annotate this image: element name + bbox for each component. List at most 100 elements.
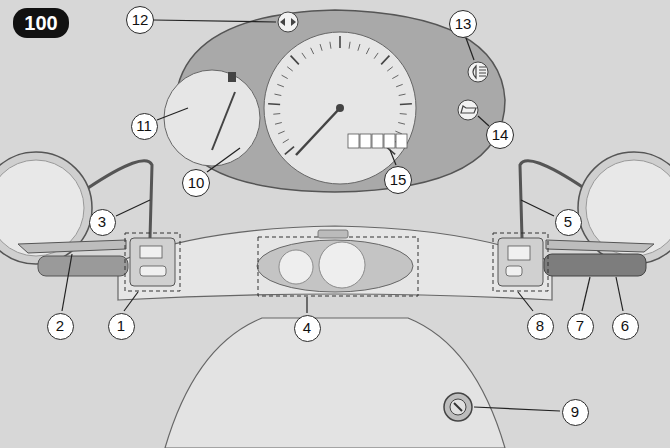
odometer [348, 134, 407, 148]
odometer-digit [372, 134, 383, 148]
needle [296, 108, 340, 155]
key-slot [454, 403, 462, 411]
speed-tick [399, 94, 406, 95]
switch [508, 246, 530, 260]
speed-tick [320, 44, 322, 51]
speed-tick [311, 48, 314, 54]
mini-dial [279, 250, 313, 284]
leader-line [207, 148, 240, 172]
leader-line [518, 292, 533, 311]
odometer-digit [384, 134, 395, 148]
callout-number: 9 [562, 399, 589, 426]
callout-number: 3 [89, 209, 116, 236]
turn-signal-icon [280, 18, 296, 26]
leader-line [153, 20, 276, 22]
speed-tick [287, 67, 293, 71]
callout-text: 3 [98, 214, 106, 231]
leader-line [466, 38, 474, 60]
callout-text: 12 [132, 12, 149, 29]
leader-line [521, 200, 554, 216]
leader-line [62, 254, 72, 311]
callout-number: 2 [47, 313, 74, 340]
speed-tick [268, 103, 280, 105]
callout-text: 6 [621, 318, 629, 335]
mirror-stem [88, 161, 152, 238]
speed-tick [392, 75, 398, 78]
brake-lever [18, 240, 126, 253]
leader-line [124, 292, 138, 311]
leader-lines [62, 20, 623, 411]
dash-panel [257, 240, 413, 292]
speed-tick [330, 42, 331, 49]
callout-text: 7 [576, 318, 584, 335]
odometer-digit [360, 134, 371, 148]
speed-tick [374, 53, 378, 59]
mirror-stem [520, 161, 584, 238]
callout-number: 14 [486, 121, 514, 149]
dashed-frame [125, 233, 180, 291]
mini-dial [319, 242, 365, 288]
speed-tick [349, 42, 350, 49]
callout-number: 10 [182, 169, 210, 197]
speed-tick [291, 56, 299, 65]
speed-tick [302, 53, 306, 59]
speed-tick [398, 123, 405, 125]
callout-number: 7 [567, 313, 594, 340]
switch [140, 266, 166, 276]
switch [140, 246, 162, 258]
speed-tick [358, 44, 360, 51]
figure-number: 100 [13, 8, 69, 38]
callout-number: 15 [384, 166, 412, 194]
odometer-digit [396, 134, 407, 148]
right-switch-block [498, 238, 543, 286]
ignition-switch [444, 393, 472, 421]
speed-tick [278, 131, 284, 134]
speed-tick [275, 123, 282, 125]
turn-signal-light [278, 12, 298, 32]
speed-tick [381, 56, 389, 65]
switch [506, 266, 522, 276]
leader-line [306, 297, 307, 313]
speed-tick [400, 103, 412, 105]
leader-line [474, 407, 560, 411]
handlebar-cover [118, 226, 552, 300]
brake-lever [546, 240, 654, 252]
speed-tick [400, 113, 407, 115]
speed-tick [273, 113, 280, 115]
callout-text: 14 [492, 127, 509, 144]
leader-line [478, 116, 489, 126]
callout-number: 8 [527, 313, 554, 340]
leader-line [116, 200, 150, 216]
callout-number: 11 [131, 113, 158, 140]
throttle-grip [544, 254, 646, 276]
callout-number: 6 [612, 313, 639, 340]
callout-number: 12 [126, 6, 154, 34]
oil-icon [461, 106, 476, 113]
callout-text: 100 [24, 12, 57, 34]
leader-line [390, 150, 396, 165]
callout-text: 13 [455, 16, 472, 33]
high-beam-light [468, 62, 488, 82]
leader-line [582, 277, 590, 311]
callout-text: 9 [571, 404, 579, 421]
oil-light [458, 100, 478, 120]
leader-line [616, 277, 623, 311]
speed-tick [283, 139, 289, 143]
high-beam-icon [473, 66, 486, 78]
callout-number: 4 [294, 315, 321, 342]
callout-number: 13 [449, 10, 477, 38]
key-slot [450, 399, 466, 415]
speed-tick [339, 36, 341, 48]
callout-text: 15 [390, 172, 407, 189]
front-body [165, 318, 505, 448]
speedometer [264, 32, 416, 184]
callout-text: 1 [117, 318, 125, 335]
speed-tick [274, 94, 281, 95]
callout-number: 1 [108, 313, 135, 340]
callout-text: 4 [303, 320, 311, 337]
needle [212, 92, 235, 150]
speed-tick [395, 131, 401, 134]
callout-text: 10 [188, 175, 205, 192]
